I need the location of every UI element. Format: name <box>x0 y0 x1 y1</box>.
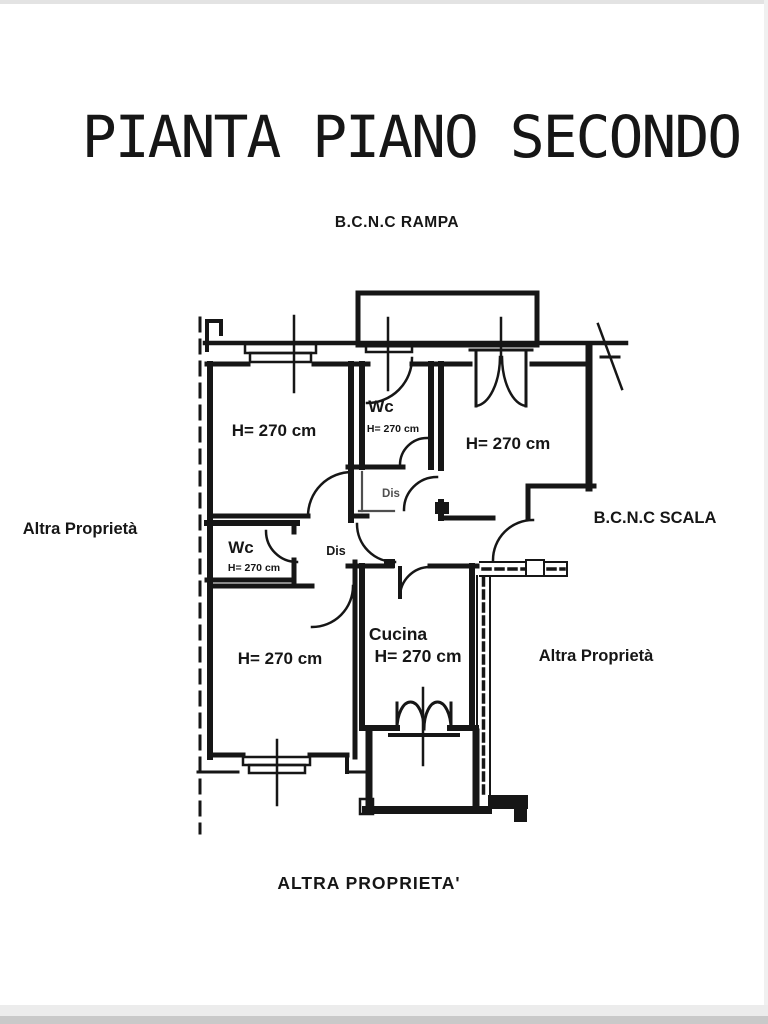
room-top-right-walls <box>438 361 597 562</box>
door-swing-arc <box>365 356 414 405</box>
kitchen-height-label: H= 270 cm <box>374 646 461 666</box>
french-door-top-right <box>468 316 534 408</box>
wc-left-walls <box>204 520 300 585</box>
dis-upper-walls <box>355 470 449 564</box>
wc-left-name-label: Wc <box>228 538 254 557</box>
label-altra-proprieta-left: Altra Proprietà <box>23 520 138 538</box>
door-swing-arc <box>500 355 528 408</box>
door-swing-arc <box>422 700 453 731</box>
page-title: PIANTA PIANO SECONDO <box>82 103 740 171</box>
door-swing-arc <box>395 700 426 731</box>
wc-left-height-label: H= 270 cm <box>228 562 280 574</box>
wc-top-name-label: Wc <box>368 397 394 416</box>
exterior-walls <box>202 290 629 760</box>
room-bottom-left-height-label: H= 270 cm <box>238 649 323 668</box>
kitchen-walls <box>359 563 479 767</box>
door-swing-arc <box>398 565 432 599</box>
room-top-right-height-label: H= 270 cm <box>466 434 551 453</box>
label-bcnc-scala: B.C.N.C SCALA <box>594 509 717 527</box>
door-wc-top-entrance <box>364 316 414 405</box>
rampa-balcony-outline <box>355 290 540 348</box>
wc-top-walls <box>345 361 434 470</box>
door-swing-arc <box>310 584 355 629</box>
dis-lower-label: Dis <box>326 544 346 558</box>
door-swing-arc <box>398 436 429 467</box>
label-altra-proprieta-bottom: ALTRA PROPRIETA' <box>277 873 460 893</box>
door-swing-arc <box>355 522 397 564</box>
door-swing-arc <box>264 529 299 564</box>
window-bottom-left <box>241 738 312 807</box>
door-swing-arc <box>474 355 502 408</box>
room-bottom-left-walls <box>196 559 371 774</box>
room-top-left-walls <box>207 361 370 523</box>
label-bcnc-rampa: B.C.N.C RAMPA <box>335 214 459 231</box>
door-swing-arc <box>491 518 535 562</box>
kitchen-name-label: Cucina <box>369 624 428 644</box>
door-swing-arc <box>402 475 439 512</box>
hallway-walls <box>345 559 480 599</box>
stairwell-boundary-wall <box>476 559 568 822</box>
window-top-left <box>243 314 318 394</box>
wc-top-height-label: H= 270 cm <box>367 423 419 435</box>
room-top-left-height-label: H= 270 cm <box>232 421 317 440</box>
door-swing-arc <box>306 470 354 518</box>
dis-upper-label: Dis <box>382 488 400 500</box>
label-altra-proprieta-right: Altra Proprietà <box>539 647 654 665</box>
